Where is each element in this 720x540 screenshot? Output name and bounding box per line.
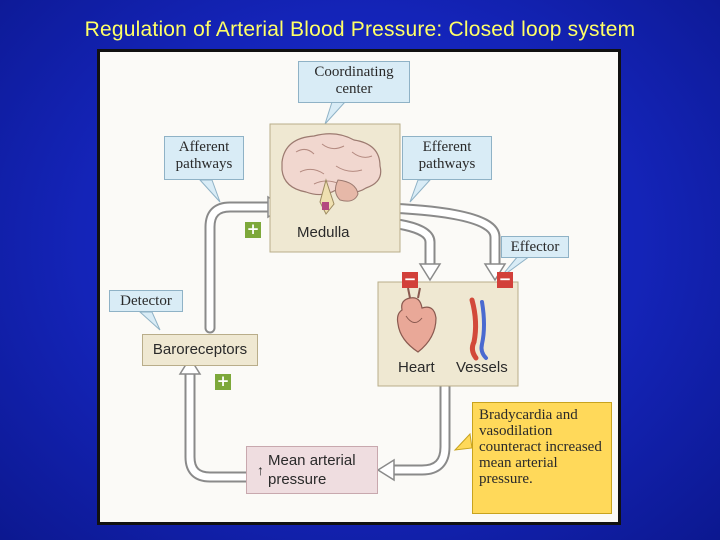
afferent-pointer — [198, 179, 221, 203]
arrow-heart-to-pressure — [384, 381, 451, 476]
note-pointer — [453, 432, 473, 451]
medulla-label: Medulla — [297, 224, 350, 241]
heart-icon — [396, 287, 437, 353]
heart-label: Heart — [398, 359, 435, 376]
coordinating-center-callout: Coordinating center — [298, 61, 410, 103]
efferent-pathways-callout: Efferent pathways — [402, 136, 492, 180]
mean-arterial-pressure-label: Mean arterial pressure — [268, 452, 356, 488]
detector-pointer — [138, 311, 161, 331]
up-arrow-icon: ↑ — [257, 462, 264, 478]
arrowhead-heart — [418, 263, 442, 282]
brain-icon — [281, 133, 382, 215]
minus-sign-vessels: − — [497, 270, 513, 288]
explanation-note: Bradycardia and vasodilation counteract … — [472, 402, 612, 514]
mean-arterial-pressure-node: ↑ Mean arterial pressure — [246, 446, 378, 494]
arrowhead-baroreceptors — [178, 356, 202, 375]
efferent-pointer — [409, 179, 432, 203]
effector-callout: Effector — [501, 236, 569, 258]
minus-sign-heart: − — [402, 270, 418, 288]
arrowhead-pressure — [376, 458, 395, 482]
vessels-icon — [469, 297, 488, 361]
baroreceptors-node: Baroreceptors — [142, 334, 258, 366]
coordinating-pointer — [324, 101, 347, 125]
vessels-label: Vessels — [456, 359, 508, 376]
plus-sign-medulla: + — [245, 220, 261, 238]
plus-sign-baroreceptors: + — [215, 372, 231, 390]
slide-title: Regulation of Arterial Blood Pressure: C… — [84, 18, 636, 41]
diagram-panel: Coordinating center Afferent pathways Ef… — [97, 49, 621, 525]
arrow-baroreceptors-to-medulla — [204, 201, 278, 334]
loop-arrows — [138, 101, 532, 483]
afferent-pathways-callout: Afferent pathways — [164, 136, 244, 180]
detector-callout: Detector — [109, 290, 183, 312]
